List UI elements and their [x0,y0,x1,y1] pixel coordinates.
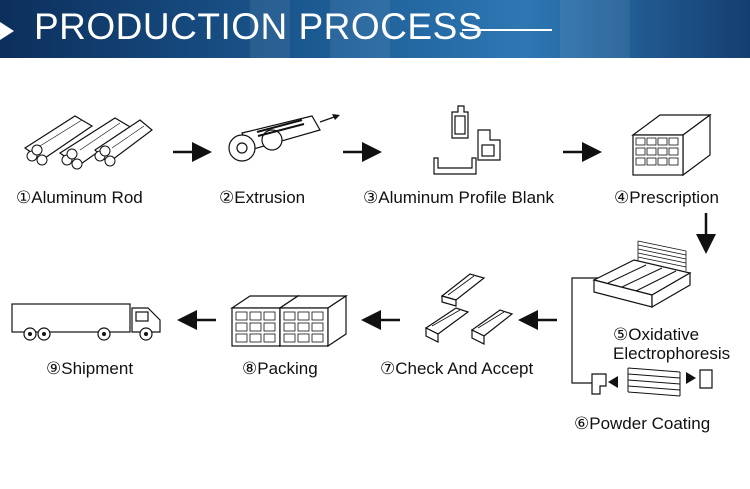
electrophoresis-tank-icon [592,240,692,309]
page-title: PRODUCTION PROCESS [34,6,483,47]
step-4-label: ④Prescription [614,188,719,207]
connector-6-7 [571,277,600,384]
background-building [560,0,630,58]
step-5-label-line2: Electrophoresis [613,344,731,363]
packing-boxes-icon [230,294,348,348]
extrusion-machine-icon [228,114,340,162]
step-7-label: ⑦Check And Accept [380,359,534,378]
step-3-label: ③Aluminum Profile Blank [363,188,554,207]
step-6-label: ⑥Powder Coating [574,414,711,433]
truck-icon [11,303,161,341]
background-building [250,0,290,58]
step-8-label: ⑧Packing [242,359,318,378]
step-9-label: ⑨Shipment [46,359,134,378]
powder-coating-icon [591,367,713,397]
check-profiles-icon [424,273,514,345]
step-2-label: ②Extrusion [219,188,306,207]
triangle-marker-icon [0,22,14,40]
background-building [330,0,390,58]
header-banner: PRODUCTION PROCESS [0,0,750,58]
aluminum-rod-icon [23,115,153,170]
step-5-label-line1: ⑤Oxidative [613,325,700,344]
prescription-block-icon [631,113,712,177]
title-underline [462,29,552,31]
step-1-label: ①Aluminum Rod [16,188,143,207]
profile-blank-icon [433,105,501,175]
